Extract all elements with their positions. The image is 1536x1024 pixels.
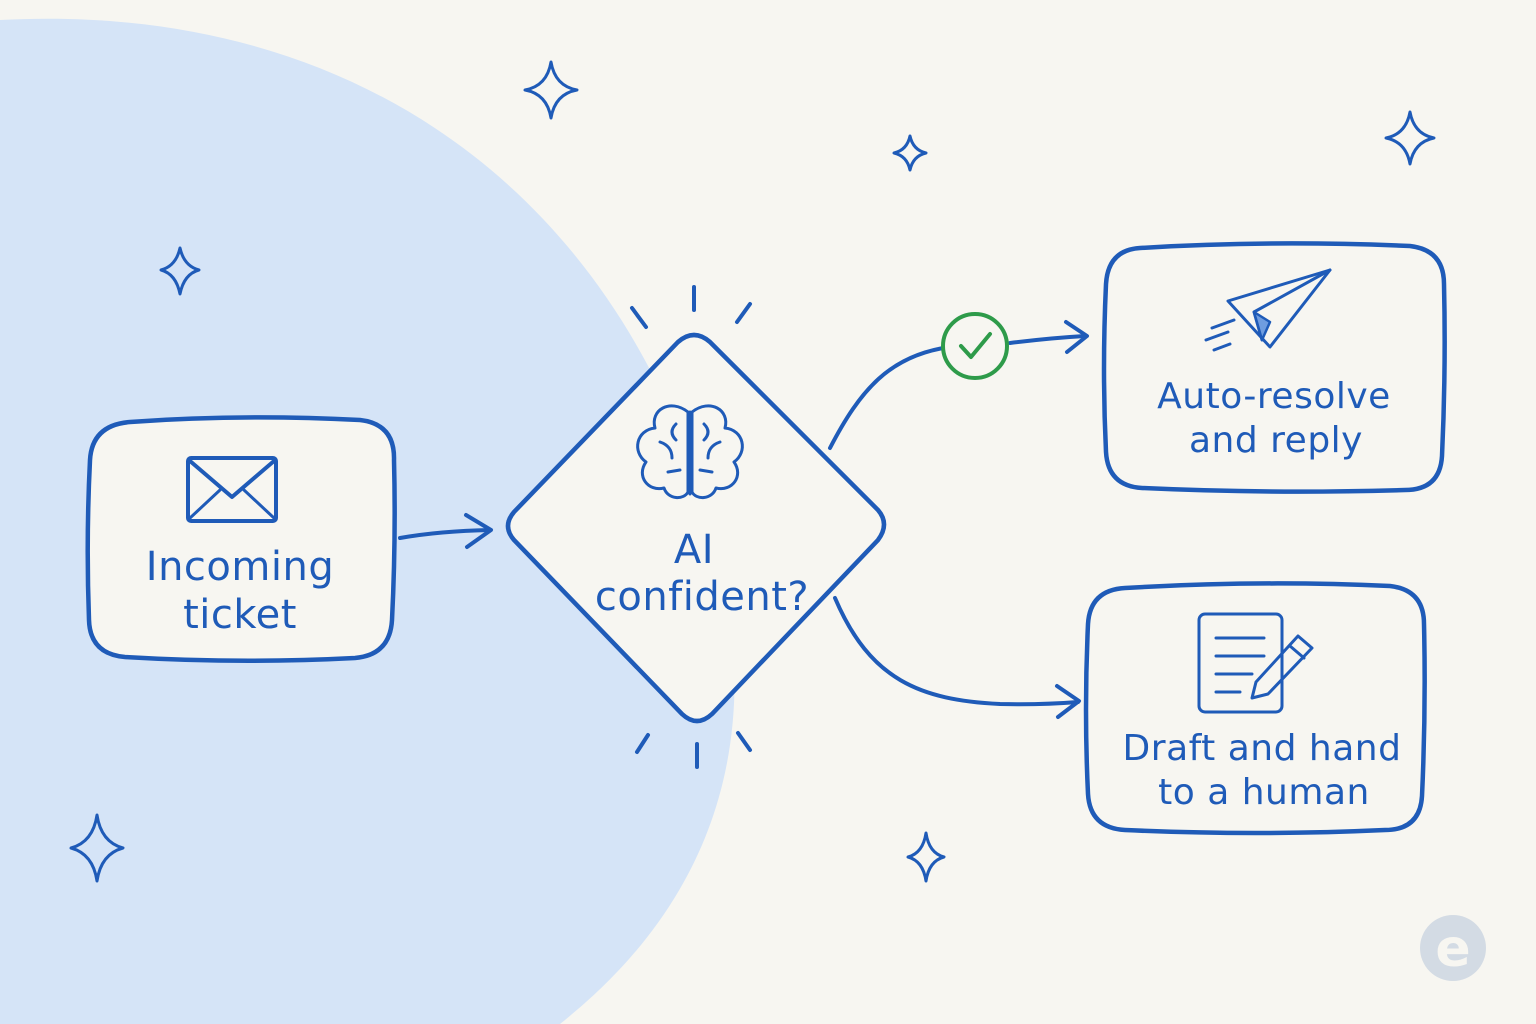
logo-circle <box>1420 915 1486 981</box>
sparkle-icon <box>1384 110 1436 166</box>
sparkle-icon <box>906 831 946 883</box>
check-mark <box>959 332 992 359</box>
highlight-rays <box>630 285 752 769</box>
edge-decision-to-auto-resolve <box>828 334 1087 450</box>
auto-resolve-label-line1: Auto-resolve <box>1157 376 1391 417</box>
document-pencil-icon <box>1197 612 1314 714</box>
incoming-ticket-label-line2: ticket <box>183 592 297 638</box>
sparkle-icon <box>523 60 579 120</box>
arrowhead <box>1064 320 1089 354</box>
check-icon <box>941 312 1009 380</box>
edge-incoming-to-decision <box>398 528 492 540</box>
incoming-ticket-box <box>85 415 397 664</box>
auto-resolve-label-line2: and reply <box>1189 420 1363 461</box>
handoff-box <box>1083 581 1427 836</box>
handoff-label-line2: to a human <box>1158 772 1370 813</box>
sparkle-icon <box>69 813 125 883</box>
arrowhead <box>464 513 493 549</box>
handoff-label-line1: Draft and hand <box>1123 728 1402 769</box>
check-circle <box>941 312 1009 380</box>
node-incoming-ticket: Incoming ticket <box>85 415 397 664</box>
logo-letter: e <box>1435 919 1470 979</box>
incoming-ticket-label-line1: Incoming <box>146 544 334 590</box>
node-decision: AI confident? <box>505 285 887 769</box>
decision-diamond <box>505 332 887 724</box>
auto-resolve-box <box>1101 241 1447 494</box>
decision-label-line1: AI <box>674 527 714 573</box>
arrowhead <box>1055 684 1081 719</box>
brand-logo: e <box>1420 915 1486 981</box>
envelope-icon <box>186 456 278 523</box>
decorative-stars <box>69 60 1436 883</box>
connectors <box>398 320 1089 719</box>
brain-icon <box>636 404 744 499</box>
decision-label-line2: confident? <box>595 574 809 620</box>
paper-plane-icon <box>1204 268 1332 352</box>
node-human-handoff: Draft and hand to a human <box>1083 581 1427 836</box>
edge-decision-to-handoff <box>833 596 1080 707</box>
node-auto-resolve: Auto-resolve and reply <box>1101 241 1447 494</box>
sparkle-icon <box>159 246 201 296</box>
sparkle-icon <box>892 134 928 172</box>
